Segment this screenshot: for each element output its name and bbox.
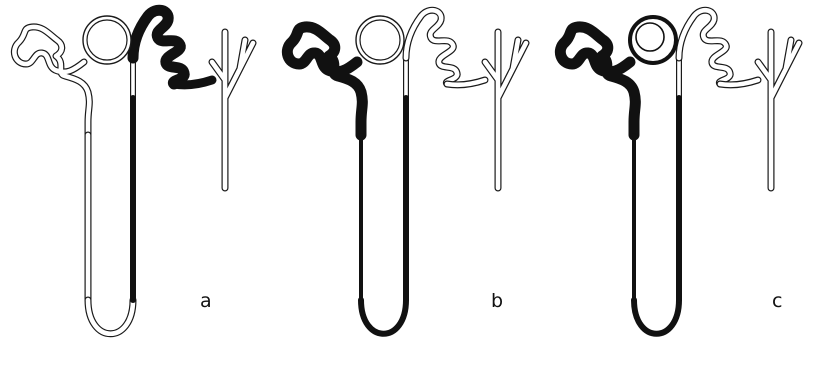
highlighted-segments — [560, 27, 679, 334]
panel-label-c: c — [772, 290, 782, 312]
tubule-outline — [679, 10, 799, 188]
highlighted-segments — [133, 10, 212, 300]
panel-label-a: a — [200, 290, 212, 312]
glomerulus — [83, 16, 131, 64]
glomerulus — [356, 16, 404, 64]
tubule-outline — [406, 10, 526, 188]
highlighted-segments — [287, 27, 406, 334]
panel-a: a — [14, 10, 253, 334]
panel-b: b — [287, 10, 526, 334]
glomerulus-highlighted — [630, 17, 676, 63]
panel-label-b: b — [491, 290, 503, 312]
panel-c: c — [560, 10, 799, 334]
